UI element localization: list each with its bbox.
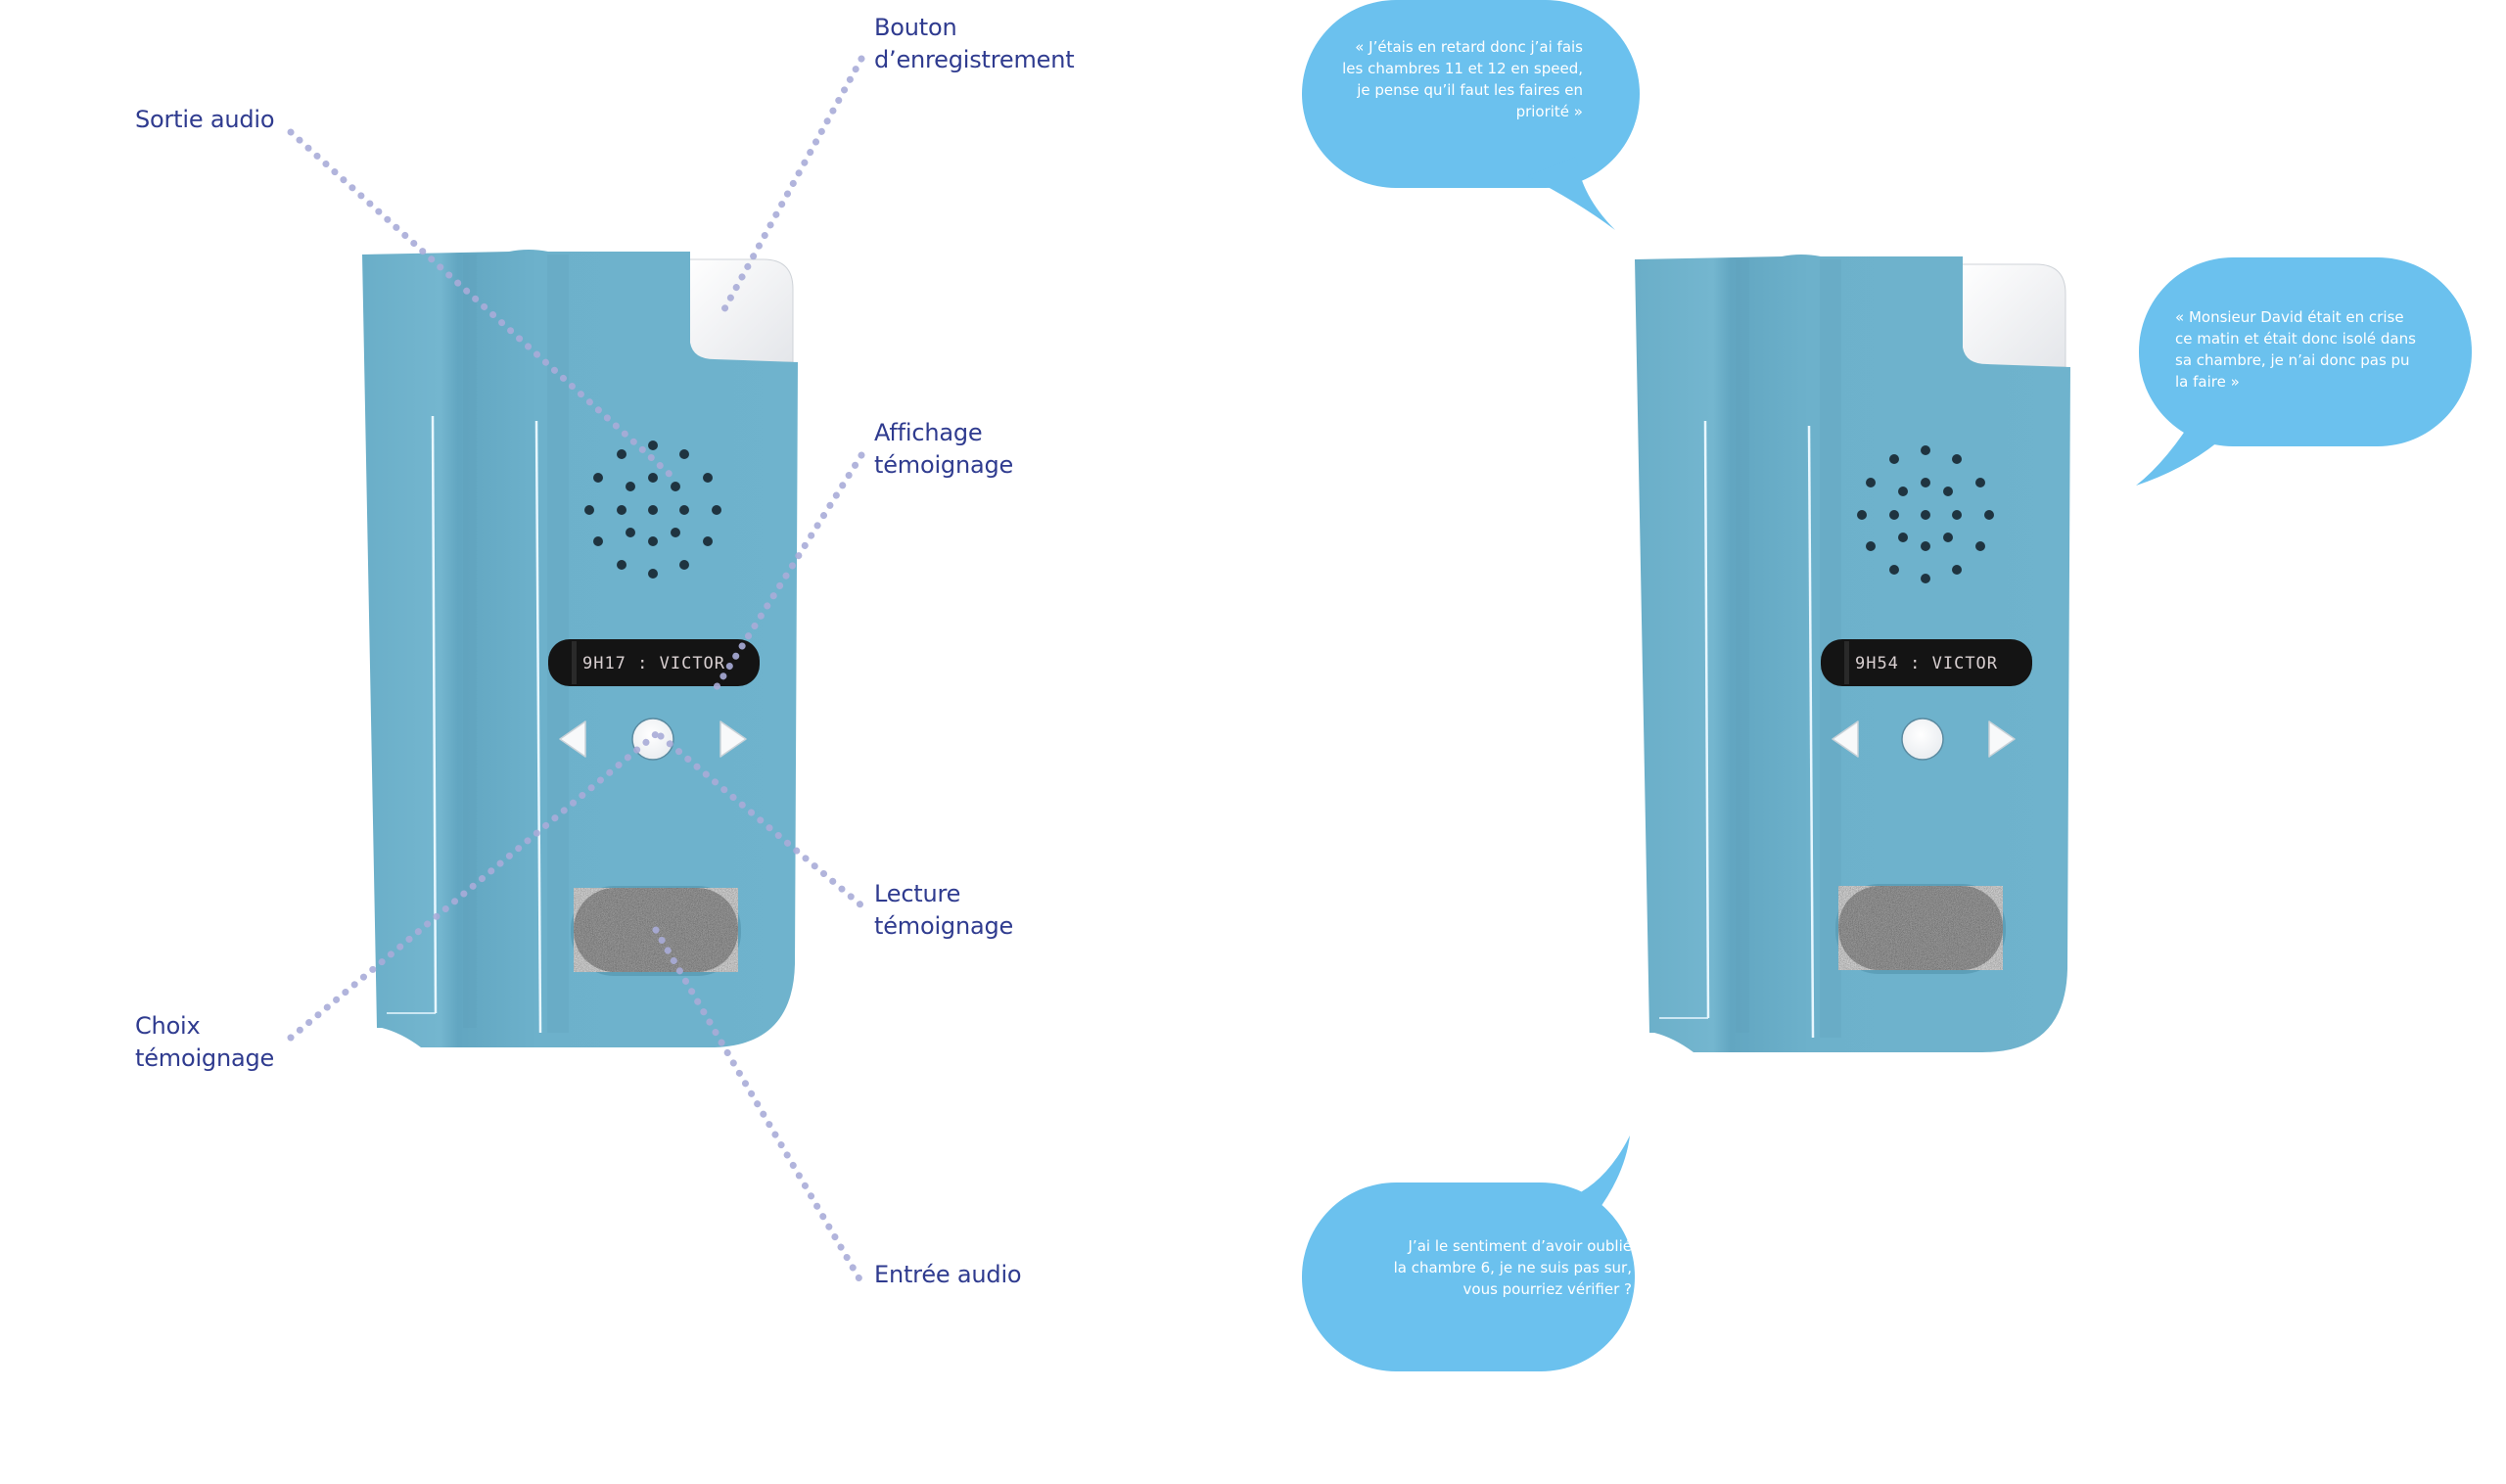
- bubble-line: je pense qu’il faut les faires en: [1357, 81, 1583, 99]
- testimony-bubble-right: [2136, 257, 2472, 486]
- device-annotated: 9H17 : VICTOR: [362, 250, 798, 1047]
- speaker-grille-icon: [584, 441, 721, 579]
- play-button[interactable]: [1901, 718, 1944, 761]
- label-line: témoignage: [874, 912, 1014, 940]
- bubble-line: « Monsieur David était en crise: [2175, 308, 2404, 326]
- leader-display: [711, 451, 865, 694]
- bubble-line: « J’étais en retard donc j’ai fais: [1355, 38, 1583, 56]
- next-button[interactable]: [1988, 720, 2016, 758]
- display-text: 9H54 : VICTOR: [1855, 654, 1998, 673]
- previous-arrow-icon: [559, 720, 586, 758]
- previous-button[interactable]: [559, 720, 586, 758]
- bubble-text-bottom: J’ai le sentiment d’avoir oublié la cham…: [1394, 1235, 1632, 1300]
- bubble-line: J’ai le sentiment d’avoir oublié: [1408, 1237, 1633, 1255]
- leader-audio-output: [287, 128, 677, 482]
- leader-record-button: [716, 55, 865, 322]
- label-audio-input: Entrée audio: [874, 1259, 1022, 1291]
- bubble-line: vous pourriez vérifier ?: [1462, 1280, 1632, 1298]
- bubble-line: la faire »: [2175, 373, 2240, 391]
- leader-audio-input: [652, 926, 865, 1286]
- play-circle-icon: [1901, 718, 1944, 761]
- bubble-line: priorité »: [1515, 103, 1583, 120]
- label-audio-output: Sortie audio: [135, 104, 275, 136]
- leader-lines: [287, 55, 865, 1286]
- next-arrow-icon: [1988, 720, 2016, 758]
- testimony-bubble-top: [1302, 0, 1640, 230]
- bubble-text-right: « Monsieur David était en crise ce matin…: [2175, 306, 2416, 393]
- bubble-line: les chambres 11 et 12 en speed,: [1342, 60, 1583, 77]
- testimony-bubble-bottom: [1302, 1136, 1635, 1371]
- label-line: Sortie audio: [135, 106, 275, 133]
- bubble-line: la chambre 6, je ne suis pas sur,: [1393, 1259, 1632, 1276]
- bubble-text-top: « J’étais en retard donc j’ai fais les c…: [1342, 36, 1583, 122]
- play-circle-icon: [631, 718, 674, 761]
- bubble-line: sa chambre, je n’ai donc pas pu: [2175, 351, 2410, 369]
- label-line: témoignage: [135, 1044, 275, 1072]
- leader-selection: [287, 730, 660, 1042]
- label-record-button: Bouton d’enregistrement: [874, 12, 1075, 76]
- next-button[interactable]: [719, 720, 747, 758]
- previous-button[interactable]: [1832, 720, 1859, 758]
- label-display: Affichage témoignage: [874, 417, 1013, 482]
- play-button[interactable]: [631, 718, 674, 761]
- next-arrow-icon: [719, 720, 747, 758]
- lcd-display: 9H54 : VICTOR: [1821, 639, 2032, 686]
- lcd-display: 9H17 : VICTOR: [548, 639, 760, 686]
- label-selection: Choix témoignage: [135, 1010, 274, 1075]
- label-line: Bouton: [874, 14, 957, 41]
- label-playback: Lecture témoignage: [874, 878, 1013, 943]
- label-line: Entrée audio: [874, 1261, 1022, 1288]
- leader-playback: [657, 732, 865, 909]
- previous-arrow-icon: [1832, 720, 1859, 758]
- label-line: Affichage: [874, 419, 983, 446]
- label-line: Lecture: [874, 880, 961, 907]
- label-line: d’enregistrement: [874, 46, 1075, 73]
- label-line: témoignage: [874, 451, 1014, 479]
- speaker-grille-icon: [1857, 445, 1994, 583]
- microphone-pad: [1835, 884, 2006, 974]
- device-example: 9H54 : VICTOR: [1635, 255, 2070, 1052]
- bubble-line: ce matin et était donc isolé dans: [2175, 330, 2416, 348]
- display-text: 9H17 : VICTOR: [582, 654, 725, 673]
- label-line: Choix: [135, 1012, 201, 1040]
